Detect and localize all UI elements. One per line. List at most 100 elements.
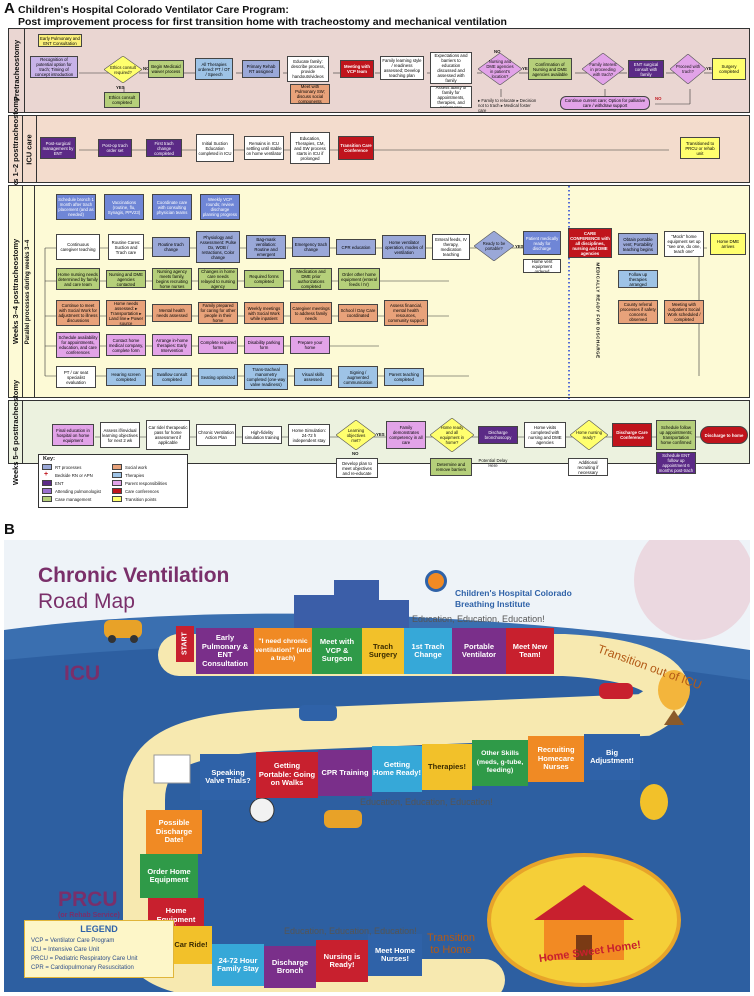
schedule-ent-box: Schedule ENT follow up appointment 6 mon… xyxy=(656,452,696,474)
edu-banner-1: Education, Education, Education! xyxy=(412,614,545,624)
car-icon xyxy=(104,620,142,638)
logo-text-2: Breathing Institute xyxy=(455,599,531,609)
lane-label-pre: Pretracheostomy xyxy=(9,29,25,112)
potential-delay-label: Potential Delay Here xyxy=(478,458,508,468)
row2-forms-completed: Required forms completed xyxy=(244,270,284,288)
key-swatch-transition xyxy=(112,496,122,502)
obtain-portable-box: Obtain portable vent; Portability teachi… xyxy=(618,233,658,255)
discharge-care-conference-box: Discharge Care Conference xyxy=(612,423,652,447)
stop-meet-vcp: Meet with VCP & Surgeon xyxy=(312,628,362,674)
row1-continuous-teaching: Continuous caregiver teaching xyxy=(56,234,100,260)
stop-recruiting-nurses: Recruiting Homecare Nurses xyxy=(528,736,584,782)
discharge-bronchoscopy-box: Discharge bronchoscopy xyxy=(478,426,518,444)
row4-disability-form: Disability parking form xyxy=(244,336,284,354)
key-label-rn: Bedside RN or APN xyxy=(55,473,93,478)
car-ride-pass-box: Car ride/ therapeutic pass for home asse… xyxy=(146,420,190,450)
row3-social-work: Continue to meet with Social Work for ad… xyxy=(56,300,100,326)
stop-therapies: Therapies! xyxy=(422,744,472,790)
key-swatch-social xyxy=(112,464,122,470)
prcu-sublabel: (or Rehab Service) xyxy=(58,912,120,919)
ethics-consult-decision: Ethics consult required? xyxy=(104,56,142,83)
weekly-vcp-box: Weekly VCP rounds; review discharge plan… xyxy=(200,194,240,220)
row5-pt-car-seat: PT / car seat specialist evaluation xyxy=(56,366,96,388)
meet-sw-box: Meet with Pulmonary SW; discuss social c… xyxy=(290,84,330,104)
all-therapies-box: All Therapies ordered: PT / OT / Speech xyxy=(195,58,233,80)
row5-hearing: Hearing screen completed xyxy=(106,368,146,386)
legend-line-4: CPR = Cardiopulmonary Resuscitation xyxy=(31,965,134,971)
row3-mental-health: Mental health needs assessed xyxy=(152,304,192,322)
logo-icon xyxy=(425,570,447,592)
panel-b-label: B xyxy=(4,521,15,538)
truck-icon xyxy=(299,705,337,721)
medicaid-box: Begin Medicaid waiver process xyxy=(148,60,184,78)
portable-yes-label: YES xyxy=(515,244,524,249)
county-referral-box: County referral processes if safety conc… xyxy=(618,300,658,324)
family-interest-decision: Family interest in proceeding with trach… xyxy=(582,53,624,85)
stop-big-adjustment: Big Adjustment! xyxy=(584,734,640,780)
prcu-label: PRCU xyxy=(58,888,118,911)
logo-text-1: Children's Hospital Colorado xyxy=(455,588,572,598)
assess-individual-box: Assess if/invidual learning objectives f… xyxy=(100,422,140,448)
outpatient-sw-box: Meeting with outpatient Social Work sche… xyxy=(664,300,704,324)
start-flag: START xyxy=(176,626,194,662)
final-education-box: Final education in hospital on home equi… xyxy=(52,424,94,446)
mock-home-box: "Mock" home equipment set up "see one, d… xyxy=(664,231,704,257)
key-swatch-rt xyxy=(42,464,52,470)
row1-physiology: Physiology and Assessment: Pulse Ox, WOB… xyxy=(196,231,240,263)
key-label-social: Social work xyxy=(125,465,147,470)
row2-agencies-contacted: Nursing and DME agencies contacted xyxy=(106,270,146,288)
educate-family-box: Educate family: describe process, provid… xyxy=(287,56,329,82)
edu-banner-2: Education, Education, Education! xyxy=(360,797,493,807)
row5-manometry: Trans-tracheal manometry completed (one-… xyxy=(244,364,288,390)
row1-emergency-change: Emergency trach change xyxy=(292,237,330,257)
confirmation-box: Confirmation of Nursing and DME agencies… xyxy=(528,58,572,80)
row1-home-vent-ops: Home ventilator operation, modes of vent… xyxy=(382,235,426,259)
home-ready-decision: Home ready and all equipment in home? xyxy=(430,418,474,452)
key-label-attending: Attending pulmonologist xyxy=(55,489,101,494)
red-car-icon xyxy=(599,683,633,699)
learning-yes-label: YES xyxy=(376,432,385,437)
patient-ready-box: Patient medically ready for discharge xyxy=(523,231,561,255)
legend-title: LEGEND xyxy=(80,924,118,934)
panel-a-title-line2: Post improvement process for first trans… xyxy=(18,16,507,28)
key-label-parent: Parent responsibilities xyxy=(125,481,168,486)
key-label-transition: Transition points xyxy=(125,497,157,502)
chronic-vent-plan-box: Chronic Ventilation Action Plan xyxy=(196,424,236,446)
ready-portable-decision: Ready to be portable? xyxy=(474,231,514,261)
panel-a-title-line1: Children's Hospital Colorado Ventilator … xyxy=(18,4,289,16)
nursing-ready-decision: Home nursing ready? xyxy=(570,420,608,450)
row4-early-intervention: Arrange in-home therapies: Early Interve… xyxy=(152,334,192,356)
row5-parent-teaching: Parent teaching completed xyxy=(384,368,424,386)
row1-cpr: CPR education xyxy=(336,239,376,255)
post-op-order-box: Post-op trach order set xyxy=(98,139,132,157)
expectations-box: Expectations and barriers to education d… xyxy=(430,52,472,84)
schedule-bronch-box: Schedule bronch 1 month after trach plac… xyxy=(56,194,96,220)
key-title: Key: xyxy=(43,456,55,462)
discharge-home-box: Discharge to home xyxy=(700,426,748,444)
row5-visual: Visual skills assessed xyxy=(294,368,332,386)
key-swatch-parent xyxy=(112,480,122,486)
medically-ready-vertical: MEDICALLY READY FOR DISCHARGE xyxy=(595,262,601,359)
key-swatch-attending xyxy=(42,488,52,494)
ethics-yes-label: YES xyxy=(116,85,125,90)
family-demonstrates-box: Family demonstrates competency in all ca… xyxy=(386,421,426,449)
roadmap-title-1: Chronic Ventilation xyxy=(38,564,230,587)
legend-line-2: ICU = Intensive Care Unit xyxy=(31,947,100,953)
relocate-options: ▸ Family to relocate ▸ Decision not to t… xyxy=(478,98,537,113)
row4-schedule-availability: Schedule availability for appointments, … xyxy=(56,332,100,358)
surgery-completed-box: Surgery completed xyxy=(712,58,746,80)
care-conference-box: CARE CONFERENCE with all disciplines, nu… xyxy=(568,228,612,258)
follow-up-therapies-box: Follow up therapies arranged xyxy=(618,270,658,288)
recognition-box: Recognition of potential option for trac… xyxy=(30,56,78,78)
learning-no-label: NO xyxy=(352,451,359,456)
stop-family-stay: 24-72 Hour Family Stay xyxy=(212,944,264,986)
nursing-yes-label: YES xyxy=(522,66,531,71)
row1-routine-cares: Routine Cares: Suction and Trach care xyxy=(108,234,144,260)
row4-required-forms: Complete required forms xyxy=(198,336,238,354)
ent-consult-box: ENT surgical consult with family xyxy=(628,60,664,78)
first-trach-change-box: First trach change completed xyxy=(146,139,182,157)
roadmap-legend: LEGEND VCP = Ventilator Care Program ICU… xyxy=(24,920,174,978)
row5-signing: Signing / augmented communication xyxy=(338,366,378,388)
lane-label-w34: Weeks 3–4 posttracheostomy xyxy=(9,186,23,397)
nursing-dme-decision: Nursing and DME agencies in patient's lo… xyxy=(478,53,522,85)
